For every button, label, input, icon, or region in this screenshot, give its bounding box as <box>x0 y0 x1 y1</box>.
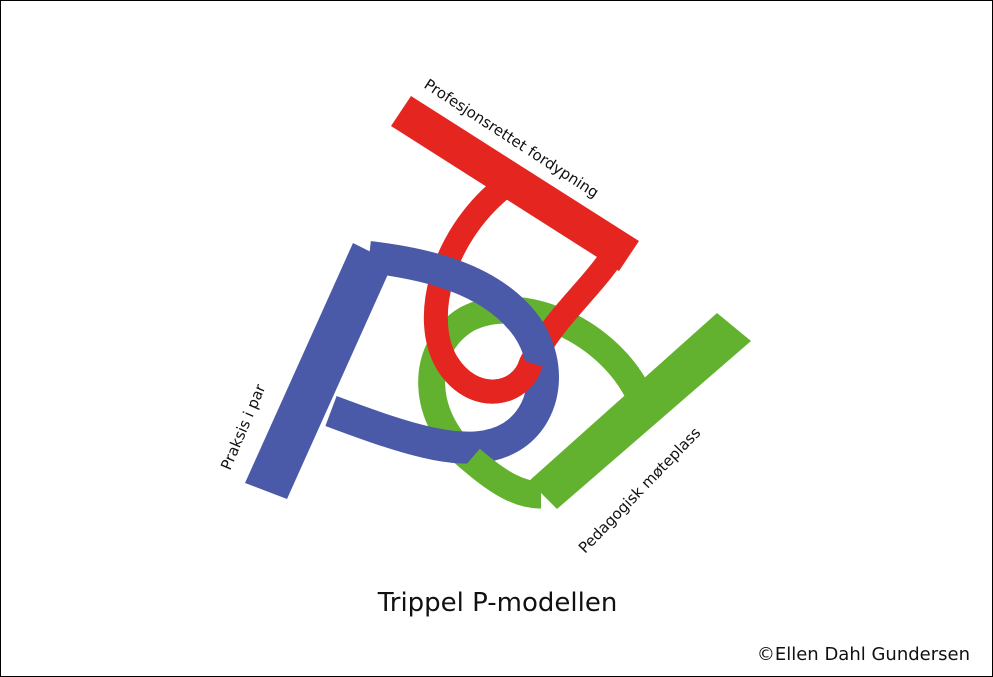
green-overlap-segment <box>462 448 542 509</box>
diagram-title: Trippel P-modellen <box>377 588 618 618</box>
red-p-bar <box>391 96 639 271</box>
red-overlap-segment <box>436 356 543 404</box>
blue-p-bowl <box>325 241 559 464</box>
blue-p-shape <box>245 241 559 499</box>
blue-p-stem <box>245 243 393 499</box>
copyright-notice: ©Ellen Dahl Gundersen <box>756 644 970 665</box>
green-p-stem <box>529 313 751 509</box>
